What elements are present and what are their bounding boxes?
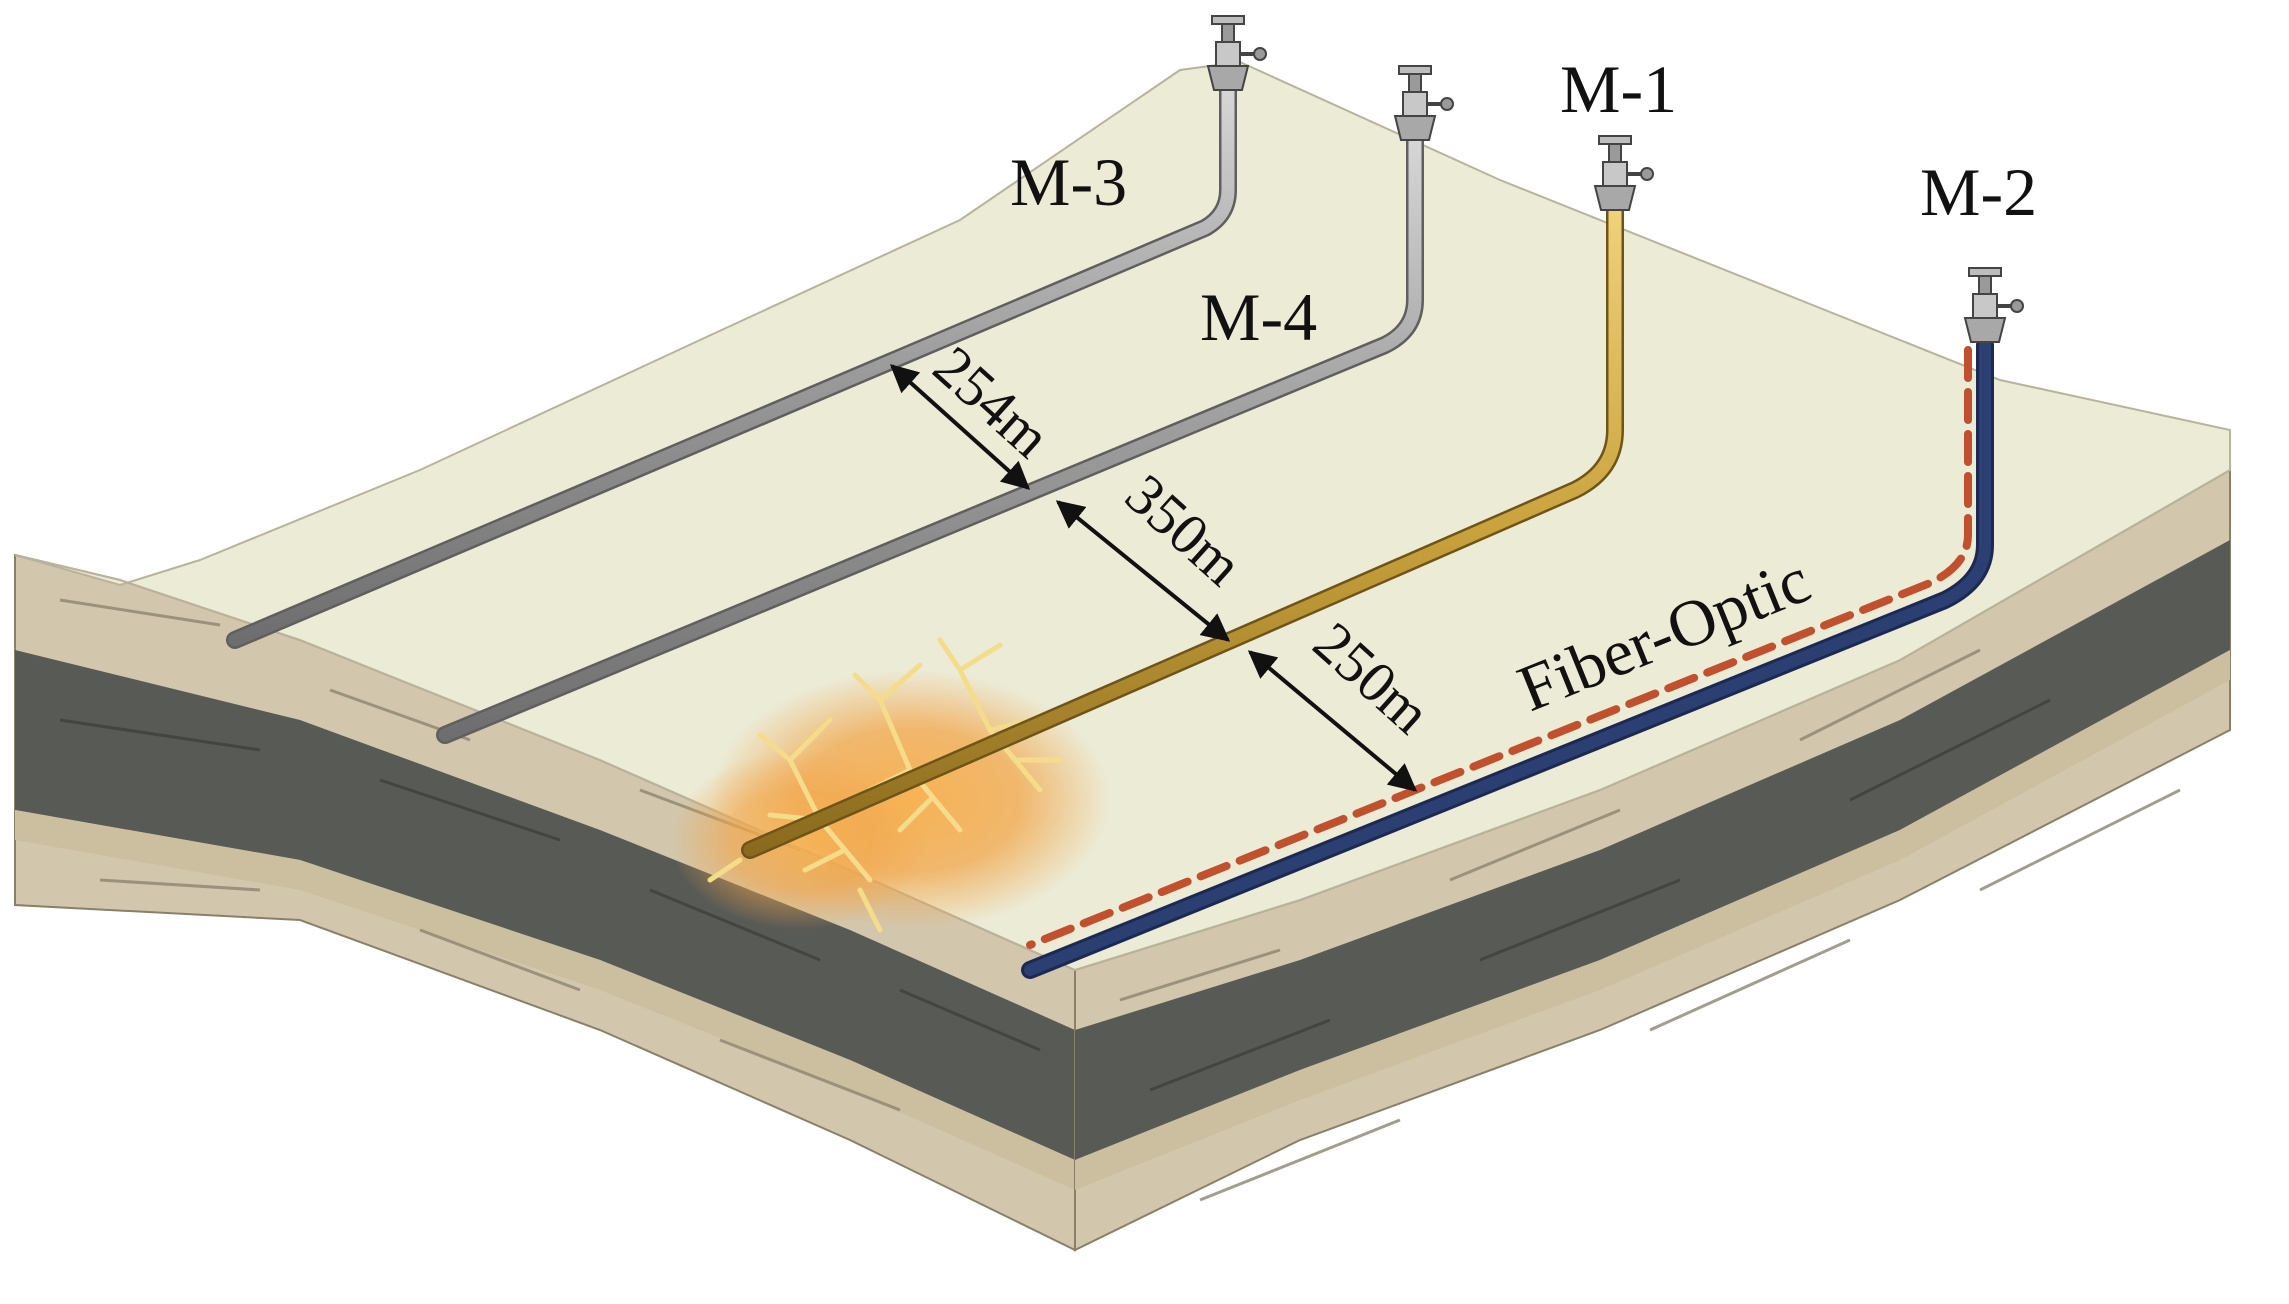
front-left-face xyxy=(14,553,1076,1252)
well-m4 xyxy=(436,131,1424,744)
well-label-m4: M-4 xyxy=(1200,279,1317,355)
fiber-optic-cable xyxy=(1026,346,1972,949)
well-label-m2: M-2 xyxy=(1920,154,2037,230)
spacing-arrow-m1-m2 xyxy=(1247,650,1418,792)
spacing-arrow-m3-m4 xyxy=(889,364,1031,490)
well-m2 xyxy=(1021,336,1994,979)
wellhead-m4 xyxy=(1393,65,1454,141)
front-right-face xyxy=(1074,468,2231,1252)
well-label-m3: M-3 xyxy=(1010,144,1127,220)
wellhead-m2 xyxy=(1963,267,2024,343)
well-m3 xyxy=(226,81,1237,649)
wellhead-m1 xyxy=(1593,135,1654,211)
wellhead-m3 xyxy=(1206,15,1267,91)
spacing-arrow-m4-m1 xyxy=(1055,500,1231,642)
well-m1 xyxy=(741,201,1624,859)
well-label-m1: M-1 xyxy=(1560,51,1677,127)
